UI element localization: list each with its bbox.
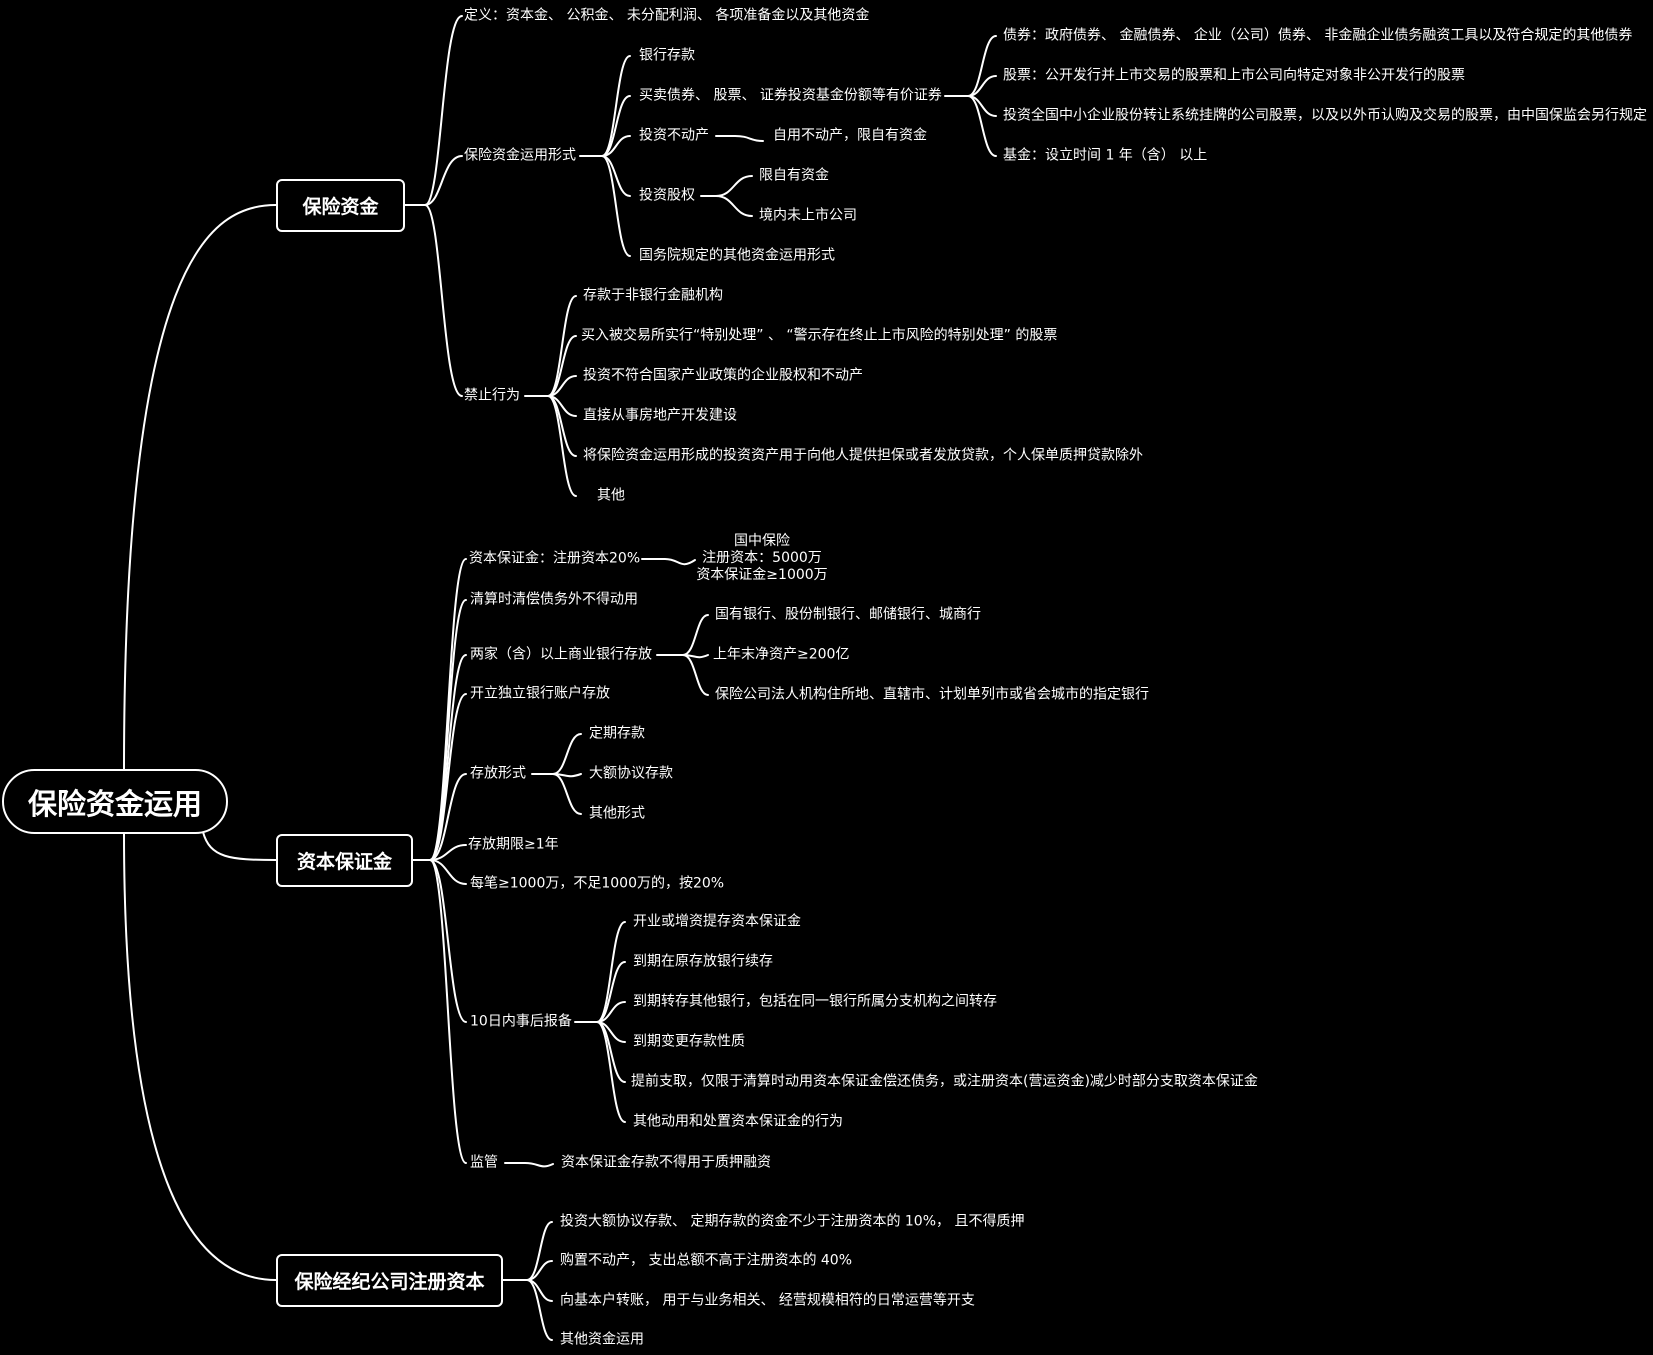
- ratio-node[interactable]: 资本保证金：注册资本20%: [469, 550, 641, 567]
- prohibited-node[interactable]: 禁止行为: [464, 387, 520, 404]
- forms-node[interactable]: 保险资金运用形式: [464, 147, 576, 164]
- broker-item: 投资大额协议存款、 定期存款的资金不少于注册资本的 10%， 且不得质押: [560, 1213, 1025, 1230]
- links-insurance-funds: [404, 15, 463, 397]
- capital-guarantee-label: 资本保证金: [296, 851, 392, 873]
- report-item: 到期在原存放银行续存: [633, 953, 773, 970]
- links-forms: [579, 55, 631, 257]
- links-equity: [700, 175, 753, 217]
- report-item: 提前支取，仅限于清算时动用资本保证金偿还债务，或注册资本(营运资金)减少时部分支…: [631, 1073, 1258, 1090]
- real-estate-note: 自用不动产，限自有资金: [773, 127, 927, 144]
- bank-location-text: 保险公司法人机构住所地、直辖市、计划单列市或省会城市的指定银行: [715, 686, 1149, 703]
- broker-item: 向基本户转账， 用于与业务相关、 经营规模相符的日常运营等开支: [560, 1292, 975, 1309]
- example-guarantee: 资本保证金≥1000万: [696, 567, 828, 583]
- prohibited-item: 其他: [597, 487, 625, 504]
- neeq-stock-text: 投资全国中小企业股份转让系统挂牌的公司股票，以及以外币认购及交易的股票，由中国保…: [1003, 107, 1647, 124]
- fund-text: 基金：设立时间 1 年（含） 以上: [1003, 147, 1208, 164]
- insurance-funds-node[interactable]: 保险资金: [276, 179, 405, 232]
- bond-text: 债券：政府债券、 金融债券、 企业（公司）债券、 非金融企业债务融资工具以及符合…: [1003, 27, 1633, 44]
- other-forms-text: 国务院规定的其他资金运用形式: [639, 247, 835, 264]
- per-amount-text: 每笔≥1000万，不足1000万的，按20%: [470, 875, 725, 892]
- supervision-node[interactable]: 监管: [470, 1154, 498, 1171]
- links-banks: [656, 614, 709, 696]
- term-text: 存放期限≥1年: [468, 836, 559, 853]
- account-text: 开立独立银行账户存放: [470, 685, 610, 702]
- prohibited-item: 存款于非银行金融机构: [583, 287, 723, 304]
- definition-text: 定义：资本金、 公积金、 未分配利润、 各项准备金以及其他资金: [464, 7, 870, 24]
- links-securities: [944, 35, 997, 157]
- deposit-form-item: 其他形式: [589, 805, 645, 822]
- deposit-form-item: 大额协议存款: [589, 765, 673, 782]
- prohibited-item: 买入被交易所实行“特别处理” 、 “警示存在终止上市风险的特别处理” 的股票: [581, 327, 1058, 344]
- root-label: 保险资金运用: [27, 786, 202, 821]
- link-supervision-note: [504, 1162, 554, 1168]
- report-item: 到期转存其他银行，包括在同一银行所属分支机构之间转存: [633, 993, 997, 1010]
- bank-net-assets-text: 上年末净资产≥200亿: [713, 646, 850, 663]
- broker-item: 购置不动产， 支出总额不高于注册资本的 40%: [560, 1252, 853, 1269]
- deposit-form-item: 定期存款: [589, 725, 645, 742]
- bank-type-text: 国有银行、股份制银行、邮储银行、城商行: [715, 606, 981, 623]
- report-item: 开业或增资提存资本保证金: [633, 913, 801, 930]
- ratio-example: 国中保险 注册资本：5000万 资本保证金≥1000万: [690, 533, 834, 584]
- banks-node[interactable]: 两家（含）以上商业银行存放: [470, 646, 652, 663]
- equity-own-funds-text: 限自有资金: [759, 167, 829, 184]
- link-real-estate-note: [715, 135, 764, 142]
- report-item: 其他动用和处置资本保证金的行为: [633, 1113, 843, 1130]
- real-estate-node[interactable]: 投资不动产: [639, 127, 709, 144]
- example-registered-capital: 注册资本：5000万: [702, 550, 822, 566]
- stock-text: 股票：公开发行并上市交易的股票和上市公司向特定对象非公开发行的股票: [1003, 67, 1465, 84]
- equity-unlisted-text: 境内未上市公司: [759, 207, 857, 224]
- equity-node[interactable]: 投资股权: [639, 187, 695, 204]
- liquidation-text: 清算时清偿债务外不得动用: [470, 591, 638, 608]
- supervision-note: 资本保证金存款不得用于质押融资: [561, 1154, 771, 1171]
- prohibited-item: 直接从事房地产开发建设: [583, 407, 737, 424]
- link-ratio-example: [641, 558, 696, 566]
- links-capital-guarantee: [411, 558, 467, 1164]
- links-deposit-forms: [531, 733, 582, 815]
- links-broker: [502, 1221, 553, 1341]
- capital-guarantee-node[interactable]: 资本保证金: [276, 834, 413, 887]
- broker-label: 保险经纪公司注册资本: [294, 1271, 485, 1293]
- broker-item: 其他资金运用: [560, 1331, 644, 1348]
- securities-node[interactable]: 买卖债券、 股票、 证券投资基金份额等有价证券: [639, 87, 942, 104]
- report-item: 到期变更存款性质: [633, 1033, 745, 1050]
- link-root-insurance-funds: [123, 204, 277, 771]
- links-prohibited: [524, 295, 577, 497]
- prohibited-item: 将保险资金运用形成的投资资产用于向他人提供担保或者发放贷款，个人保单质押贷款除外: [583, 447, 1143, 464]
- bank-deposit-text: 银行存款: [639, 47, 695, 64]
- example-company: 国中保险: [734, 533, 790, 549]
- insurance-funds-label: 保险资金: [302, 196, 379, 218]
- link-root-capital-guarantee: [202, 831, 277, 861]
- root-node[interactable]: 保险资金运用: [2, 769, 228, 834]
- links-report: [574, 921, 626, 1123]
- report-node[interactable]: 10日内事后报备: [470, 1013, 572, 1030]
- broker-node[interactable]: 保险经纪公司注册资本: [276, 1254, 503, 1307]
- deposit-forms-node[interactable]: 存放形式: [470, 765, 526, 782]
- link-root-broker: [123, 832, 277, 1281]
- prohibited-item: 投资不符合国家产业政策的企业股权和不动产: [583, 367, 863, 384]
